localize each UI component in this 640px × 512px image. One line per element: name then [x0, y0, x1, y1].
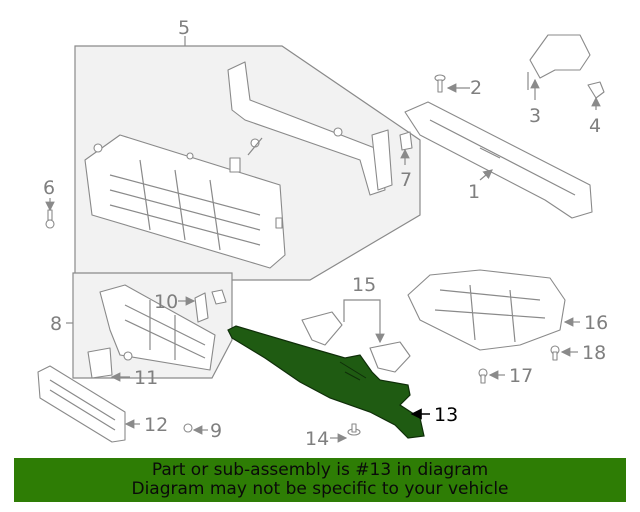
notice-banner: Part or sub-assembly is #13 in diagram D… — [14, 458, 626, 502]
callout-15: 15 — [352, 274, 376, 296]
callout-16: 16 — [584, 312, 608, 334]
clip-7[interactable] — [399, 131, 413, 151]
bolt-14[interactable] — [347, 423, 361, 436]
banner-line-1: Part or sub-assembly is #13 in diagram — [151, 460, 489, 480]
bolt-18[interactable] — [550, 345, 560, 361]
pin-4[interactable] — [587, 81, 605, 99]
callout-12: 12 — [144, 414, 168, 436]
parts-diagram: 5 2 3 4 6 7 1 15 8 10 16 18 11 17 13 12 … — [37, 17, 608, 450]
callout-7: 7 — [400, 169, 412, 191]
callout-18: 18 — [582, 342, 606, 364]
screw-6[interactable] — [45, 209, 55, 229]
leader-lines — [45, 36, 601, 443]
callout-9: 9 — [210, 420, 222, 442]
deflector-bracket-15[interactable] — [301, 311, 411, 373]
callout-14: 14 — [305, 428, 329, 450]
callout-1: 1 — [468, 181, 480, 203]
upper-tie-bar[interactable] — [404, 101, 593, 219]
skid-shield-16[interactable] — [407, 269, 566, 351]
radiator-support-assembly[interactable] — [84, 61, 393, 269]
callout-11: 11 — [134, 367, 158, 389]
screw-9[interactable] — [183, 423, 193, 433]
clip-2[interactable] — [434, 74, 446, 93]
callout-3: 3 — [529, 105, 541, 127]
callout-8: 8 — [50, 313, 62, 335]
shutter-assembly-8[interactable] — [99, 284, 216, 371]
air-deflector-13[interactable] — [227, 325, 425, 439]
banner-line-2: Diagram may not be specific to your vehi… — [131, 479, 509, 499]
callout-5: 5 — [178, 17, 190, 39]
callout-2: 2 — [470, 77, 482, 99]
bracket-10[interactable] — [194, 289, 227, 323]
callout-10: 10 — [154, 291, 178, 313]
bolt-17[interactable] — [478, 368, 488, 384]
callout-17: 17 — [509, 365, 533, 387]
bracket-3[interactable] — [527, 34, 591, 90]
callout-6: 6 — [43, 177, 55, 199]
callout-4: 4 — [589, 115, 601, 137]
grille-12[interactable] — [37, 365, 126, 443]
callout-13: 13 — [434, 404, 458, 426]
